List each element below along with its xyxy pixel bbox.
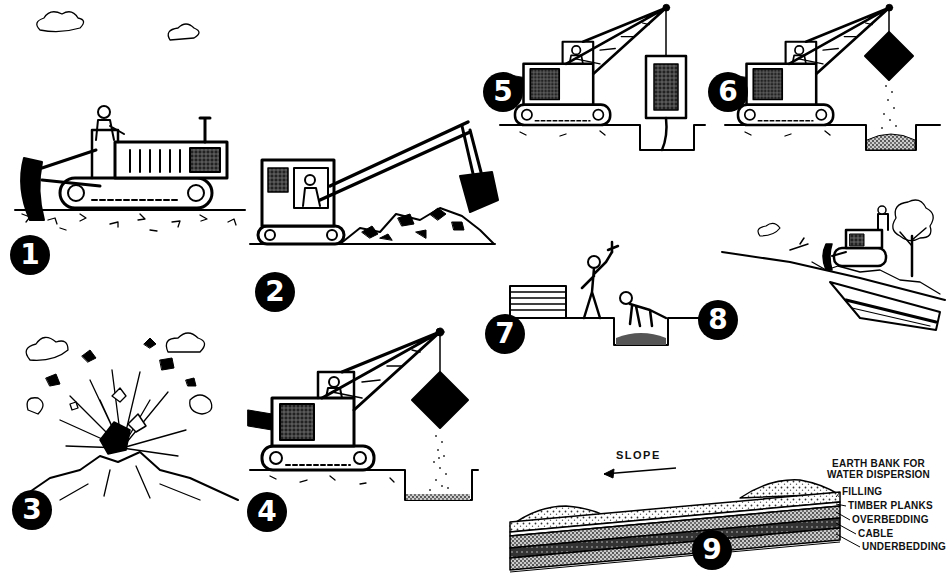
crane-underbedding-scene (248, 328, 478, 500)
callout-number: 9 (692, 530, 732, 570)
cable (662, 118, 667, 150)
crane-overbedding-scene (725, 4, 940, 150)
dust-cloud (37, 12, 84, 32)
bulldozer (834, 248, 886, 266)
worker (588, 256, 600, 268)
cable-drum (654, 64, 678, 110)
excavator-scene (250, 122, 498, 244)
crane-cable-scene (500, 4, 705, 150)
blade (21, 158, 44, 220)
drum-frame (646, 56, 686, 118)
cable-trench-section (510, 468, 860, 572)
backfill-scene (722, 200, 945, 330)
bulldozer-scene (15, 12, 245, 231)
falling-sand (881, 85, 897, 129)
exhaust-stack (200, 118, 210, 142)
callout-number: 1 (10, 235, 50, 275)
boom (320, 122, 470, 200)
callout-number: 2 (255, 272, 295, 312)
trench (830, 282, 940, 330)
blast-rays (60, 370, 186, 456)
bucket (460, 172, 498, 212)
engine-hood (115, 142, 227, 178)
plank-stack (510, 286, 566, 318)
direction-label: SLOPE (616, 450, 661, 461)
rubble-pile (340, 208, 494, 244)
dipper-arm (462, 126, 482, 178)
water (616, 333, 666, 345)
bucket (412, 372, 468, 428)
smoke-cloud (168, 24, 199, 40)
workers-scene (505, 242, 700, 345)
layer-label: FILLING (842, 486, 882, 497)
worker (620, 292, 632, 304)
callout-number: 5 (483, 72, 523, 112)
layer-label: EARTH BANK FOR WATER DISPERSION (816, 458, 941, 480)
slope-arrow (604, 468, 676, 474)
layer-label: CABLE (858, 528, 893, 539)
layer-label: OVERBEDDING (852, 514, 929, 525)
broken-ground (18, 452, 238, 500)
callout-number: 7 (485, 314, 525, 354)
callout-number: 4 (247, 492, 287, 532)
falling-sand (429, 435, 449, 491)
track (60, 178, 212, 208)
callout-number: 3 (12, 490, 52, 530)
underbedding-layer (510, 528, 840, 570)
excavator-body (262, 160, 334, 226)
layer-label: TIMBER PLANKS (848, 500, 933, 511)
crawler-crane (726, 4, 893, 125)
layer-label: UNDERBEDDING (862, 541, 946, 552)
tree (911, 236, 914, 276)
bucket (865, 32, 913, 80)
blasting-scene (18, 333, 238, 500)
callout-number: 6 (708, 72, 748, 112)
crawler-crane (503, 4, 670, 125)
trench (250, 470, 478, 500)
hoist-cable (439, 332, 441, 372)
callout-number: 8 (698, 300, 738, 340)
